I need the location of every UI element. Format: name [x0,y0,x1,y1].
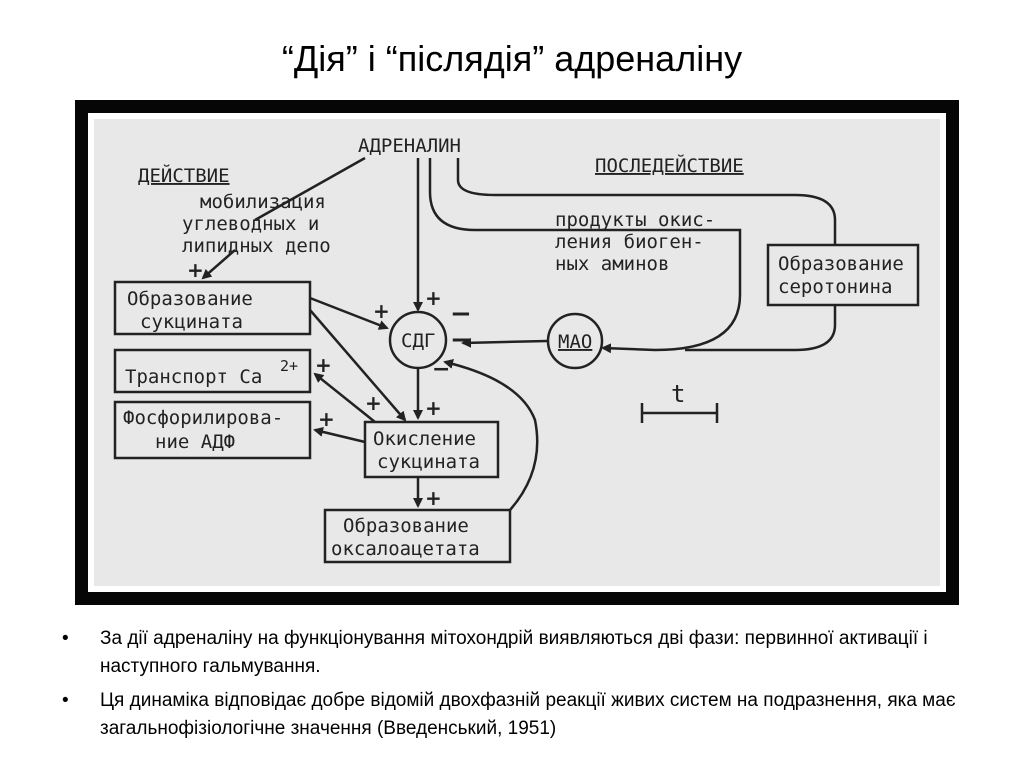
succinate-to-oxidation-arrow [309,309,407,422]
bullet-item-2: • Ця динаміка відповідає добре відомій д… [58,687,958,743]
sdg-label: СДГ [401,330,435,352]
oxidation-to-ca-transport-arrow [313,372,376,423]
mao-node [546,312,604,370]
plus-ca-transport: + [315,353,332,377]
adrenaline-to-mobilization-line [254,156,366,222]
adrenaline-to-serotonin-path [456,158,837,245]
serotonin-formation-line-2: серотонина [778,276,892,298]
mobilization-line-1: мобилизация [200,191,326,213]
oxidation-to-phosphorylation-arrow [313,427,366,444]
aftereffect-header: ПОСЛЕДЕЙСТВИЕ [595,154,744,177]
minus-feedback: − [432,357,450,382]
ca-superscript: 2+ [280,357,298,375]
diagram-panel [94,119,940,586]
mobilization-line-2: углеводных и [182,213,319,235]
time-scale-bar [640,403,719,423]
succinate-oxidation-line-1: Окисление [373,428,476,450]
oxaloacetate-formation-line-2: оксалоацетата [331,538,480,560]
diagram-svg: АДРЕНАЛИН ДЕЙСТВИЕ ПОСЛЕДЕЙСТВИЕ мобилиз… [88,113,946,592]
oxaloacetate-formation-box [323,508,512,564]
minus-mao-1: − [450,299,472,329]
bullet-marker: • [62,628,69,649]
mobilization-line-3: липидных депо [182,235,331,257]
bullet-text-2: Ця динаміка відповідає добре відомій дво… [100,690,956,739]
bullet-list: • За дії адреналіну на функціонування мі… [58,625,958,749]
ca-transport-label: Транспорт Са [125,366,262,388]
oxidation-products-line-3: ных аминов [555,253,669,275]
mao-label: МАО [558,331,592,353]
diagram-frame: АДРЕНАЛИН ДЕЙСТВИЕ ПОСЛЕДЕЙСТВИЕ мобилиз… [75,100,959,605]
bullet-marker: • [62,690,69,711]
action-header: ДЕЙСТВИЕ [138,164,230,187]
adrenaline-to-mao-path [428,158,742,354]
plus-succinate-sdg: + [373,299,390,323]
plus-sdg-oxidation: + [425,396,442,420]
plus-adrenaline-sdg: + [425,286,442,310]
adp-phosphorylation-line-2: ние АДФ [155,431,235,453]
mao-to-sdg-arrow [461,337,548,348]
oxaloacetate-formation-line-1: Образование [343,515,469,537]
plus-oxaloacetate: + [425,486,442,510]
oxidation-products-line-2: ления биоген- [555,231,704,253]
plus-phosphorylation: + [318,407,335,431]
adp-phosphorylation-box [113,400,312,460]
succinate-formation-line-2: сукцината [140,311,243,333]
plus-mobilization: + [187,258,204,282]
adrenaline-label: АДРЕНАЛИН [358,135,461,157]
adp-phosphorylation-line-1: Фосфорилирова- [123,407,283,429]
serotonin-formation-box [766,243,920,307]
succinate-formation-line-1: Образование [127,288,253,310]
plus-succinate-oxidation: + [365,391,382,415]
succinate-oxidation-line-2: сукцината [377,451,480,473]
succinate-formation-box [113,280,312,336]
mobilization-to-succinate-arrow [201,249,236,280]
serotonin-formation-line-1: Образование [778,253,904,275]
bullet-text-1: За дії адреналіну на функціонування міто… [100,628,928,677]
minus-mao-2: − [450,325,472,355]
time-label: t [671,380,685,408]
bullet-item-1: • За дії адреналіну на функціонування мі… [58,625,958,681]
succinate-oxidation-box [363,420,500,479]
oxidation-products-line-1: продукты окис- [555,209,715,231]
serotonin-to-mao-line [685,305,837,352]
succinate-to-sdg-arrow [309,296,389,330]
oxaloacetate-feedback-arrow [443,359,539,511]
ca-transport-box [113,348,312,394]
slide-title: “Дія” і “післядія” адреналіну [281,38,743,79]
